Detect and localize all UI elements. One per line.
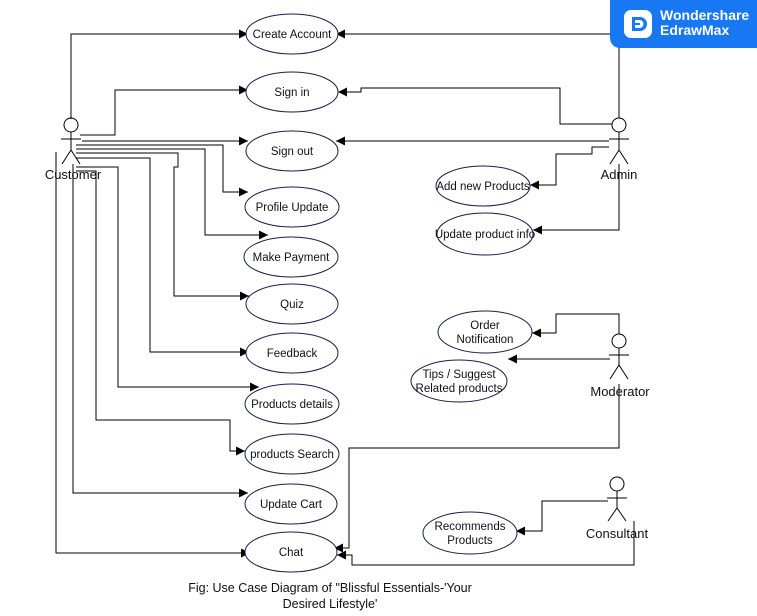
label-add-new-products: Add new Products bbox=[436, 181, 530, 193]
use-case-chat bbox=[244, 531, 338, 573]
label-quiz: Quiz bbox=[280, 299, 304, 311]
use-case-products-search bbox=[244, 433, 340, 475]
link-customer-update-cart bbox=[72, 164, 248, 498]
link-customer-products-search bbox=[76, 170, 245, 456]
label-chat: Chat bbox=[279, 547, 304, 559]
label-feedback: Feedback bbox=[267, 348, 318, 360]
label-products-details: Products details bbox=[251, 399, 333, 411]
label-create-account: Create Account bbox=[253, 29, 332, 41]
label-sign-in: Sign in bbox=[274, 87, 309, 99]
label-products-search: products Search bbox=[250, 449, 334, 461]
label-update-cart: Update Cart bbox=[260, 499, 323, 511]
link-consultant-chat bbox=[337, 521, 635, 566]
link-consultant-recommends bbox=[516, 500, 608, 536]
label-profile-update: Profile Update bbox=[256, 202, 329, 214]
label-sign-out: Sign out bbox=[271, 146, 314, 158]
link-admin-create-account bbox=[336, 29, 620, 118]
actor-consultant-label: Consultant bbox=[586, 526, 649, 541]
use-case-sign-in bbox=[245, 71, 339, 113]
label-order-notification-1: Order bbox=[470, 320, 500, 332]
link-moderator-order-notification bbox=[532, 313, 620, 338]
link-moderator-chat bbox=[334, 384, 620, 553]
use-case-feedback bbox=[245, 332, 339, 374]
figure-caption: Fig: Use Case Diagram of "Blissful Essen… bbox=[150, 580, 510, 612]
use-case-products-details bbox=[244, 383, 340, 425]
use-case-recommends-products bbox=[422, 511, 518, 555]
connectors bbox=[55, 29, 635, 566]
use-case-add-new-products bbox=[435, 165, 531, 207]
caption-line-2: Desired Lifestyle' bbox=[282, 597, 378, 611]
link-admin-update-product-info bbox=[533, 164, 620, 235]
link-customer-chat bbox=[55, 152, 250, 558]
edrawmax-watermark-badge: Wondershare EdrawMax bbox=[610, 0, 757, 48]
actor-moderator-label: Moderator bbox=[590, 384, 650, 399]
actor-consultant bbox=[607, 476, 627, 522]
label-recommends-products-2: Products bbox=[447, 535, 493, 547]
use-case-quiz bbox=[245, 283, 339, 325]
use-case-profile-update bbox=[244, 186, 340, 228]
label-update-product-info: Update product info bbox=[435, 229, 535, 241]
watermark-product: EdrawMax bbox=[660, 22, 730, 38]
actor-admin bbox=[609, 117, 629, 165]
link-admin-add-products bbox=[530, 146, 609, 190]
use-case-create-account bbox=[245, 13, 339, 55]
label-order-notification-2: Notification bbox=[457, 334, 514, 346]
watermark-brand: Wondershare bbox=[660, 7, 750, 23]
link-admin-sign-in bbox=[338, 87, 612, 125]
use-case-sign-out bbox=[245, 130, 339, 172]
use-case-update-cart bbox=[244, 483, 338, 525]
link-customer-profile-update bbox=[76, 144, 248, 197]
use-case-make-payment bbox=[243, 236, 339, 278]
link-customer-make-payment bbox=[76, 148, 268, 240]
label-make-payment: Make Payment bbox=[253, 252, 331, 264]
label-recommends-products-1: Recommends bbox=[435, 521, 506, 533]
use-case-order-notification bbox=[437, 310, 533, 354]
use-case-tips-suggest bbox=[410, 359, 508, 403]
edrawmax-logo-icon bbox=[624, 10, 652, 38]
use-case-update-product-info bbox=[436, 212, 534, 256]
link-customer-quiz bbox=[76, 152, 249, 301]
label-tips-suggest-2: Related products bbox=[416, 383, 503, 395]
link-customer-feedback bbox=[76, 157, 249, 357]
link-customer-create-account bbox=[70, 29, 248, 119]
label-tips-suggest-1: Tips / Suggest bbox=[422, 369, 496, 381]
link-customer-sign-in bbox=[80, 85, 248, 136]
actor-moderator bbox=[609, 333, 629, 380]
caption-line-1: Fig: Use Case Diagram of "Blissful Essen… bbox=[188, 581, 472, 595]
actor-customer bbox=[61, 117, 81, 165]
link-customer-products-details bbox=[76, 166, 259, 392]
